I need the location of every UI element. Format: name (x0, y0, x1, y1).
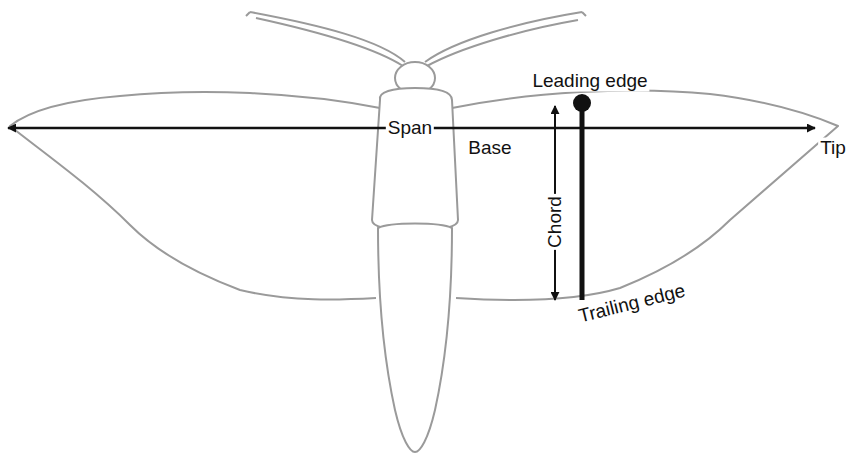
antenna (246, 12, 405, 66)
left-wing (10, 92, 380, 300)
antenna (425, 12, 586, 66)
part-label: Tip (818, 138, 848, 159)
moth-abdomen (378, 224, 452, 453)
dimension-label: Chord (545, 194, 566, 250)
leading-edge-dot (573, 94, 591, 112)
moth-thorax (372, 88, 458, 230)
dimension-label: Span (386, 118, 434, 139)
part-label: Leading edge (530, 71, 649, 92)
chord-bar (580, 103, 585, 300)
part-label: Base (466, 138, 513, 159)
right-wing (452, 90, 838, 299)
